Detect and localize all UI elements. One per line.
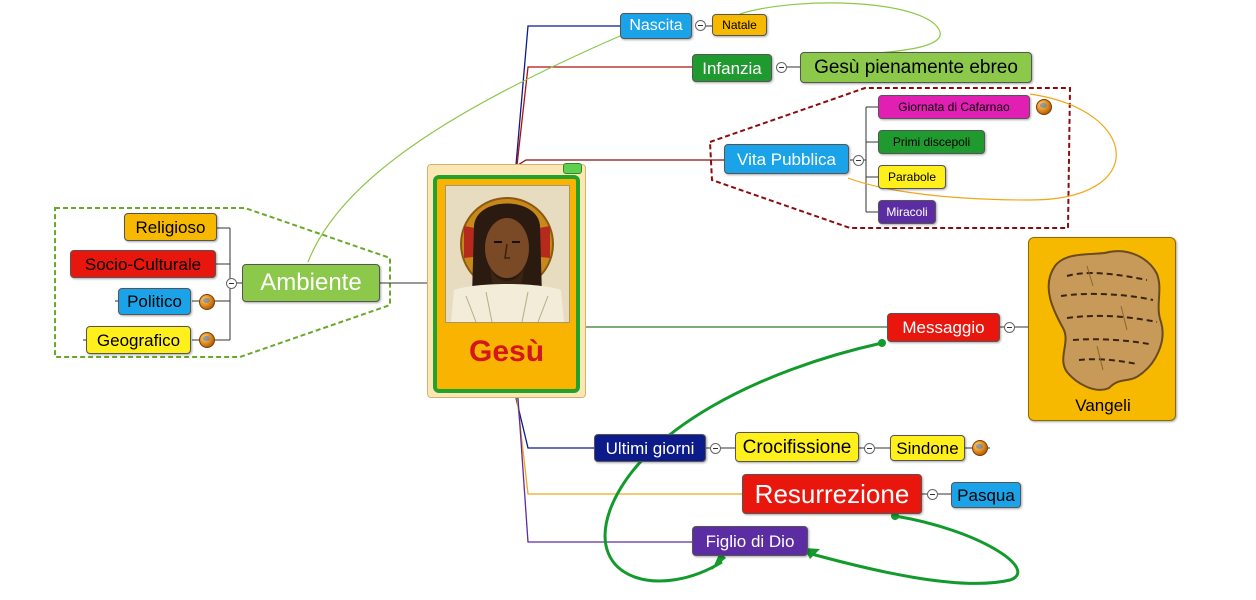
branch-vita-pubblica — [517, 159, 724, 166]
collapse-toggle-nascita[interactable] — [695, 20, 706, 31]
node-miracoli[interactable]: Miracoli — [878, 200, 936, 224]
branch-infanzia — [516, 66, 692, 166]
node-pasqua[interactable]: Pasqua — [951, 482, 1021, 508]
collapse-toggle-crocifissione[interactable] — [864, 443, 875, 454]
collapse-toggle-infanzia[interactable] — [776, 62, 787, 73]
node-politico[interactable]: Politico — [118, 288, 191, 315]
relation-arrowhead — [804, 548, 820, 559]
relation-resurrezione-figlio — [807, 514, 1020, 585]
node-cafarnao[interactable]: Giornata di Cafarnao — [878, 95, 1030, 119]
relation-arrowhead — [712, 552, 726, 570]
relation-endpoint — [878, 339, 886, 347]
collapse-toggle-messaggio[interactable] — [1004, 322, 1015, 333]
node-primi-discepoli[interactable]: Primi discepoli — [878, 130, 985, 154]
node-geografico[interactable]: Geografico — [86, 326, 191, 354]
node-infanzia[interactable]: Infanzia — [692, 54, 772, 82]
central-topic-frame: Gesù — [433, 175, 580, 393]
central-topic[interactable]: Gesù — [427, 163, 586, 398]
node-nascita[interactable]: Nascita — [620, 13, 692, 39]
link-ambiente-subs — [83, 227, 242, 341]
collapse-toggle-resurrezione[interactable] — [927, 489, 938, 500]
node-crocifissione[interactable]: Crocifissione — [735, 432, 859, 462]
relation-natale-ambiente — [307, 35, 621, 263]
node-socio-culturale[interactable]: Socio-Culturale — [70, 250, 216, 278]
node-resurrezione[interactable]: Resurrezione — [742, 474, 922, 514]
node-ebreo[interactable]: Gesù pienamente ebreo — [800, 52, 1032, 83]
collapse-toggle-ultimi-giorni[interactable] — [710, 443, 721, 454]
relation-endpoint — [891, 512, 899, 520]
node-ambiente[interactable]: Ambiente — [242, 264, 380, 302]
relation-natale-loop — [739, 2, 941, 56]
branch-nascita — [515, 25, 620, 166]
web-link-icon[interactable] — [199, 332, 215, 348]
node-figlio-di-dio[interactable]: Figlio di Dio — [692, 526, 808, 556]
relation-figlio-messaggio — [603, 341, 883, 583]
node-parabole[interactable]: Parabole — [878, 165, 946, 189]
node-ultimi-giorni[interactable]: Ultimi giorni — [594, 434, 706, 462]
vangeli-label: Vangeli — [1075, 396, 1131, 415]
node-vita-pubblica[interactable]: Vita Pubblica — [724, 144, 849, 174]
relation-cafarnao-vita — [847, 93, 1117, 201]
branch-ultimi-giorni — [515, 397, 594, 449]
christ-icon-image — [445, 185, 570, 323]
node-religioso[interactable]: Religioso — [124, 213, 217, 241]
collapse-toggle-vita-pubblica[interactable] — [853, 155, 864, 166]
topic-handle[interactable] — [563, 163, 582, 174]
papyrus-image — [1047, 250, 1164, 391]
collapse-toggle-ambiente[interactable] — [226, 278, 237, 289]
node-messaggio[interactable]: Messaggio — [887, 313, 1000, 342]
node-vangeli[interactable]: Vangeli — [1028, 237, 1176, 421]
node-natale[interactable]: Natale — [712, 14, 767, 36]
web-link-icon[interactable] — [972, 440, 988, 456]
central-topic-label: Gesù — [468, 335, 545, 368]
boundary-vita-pubblica — [708, 87, 1072, 229]
branch-figlio — [517, 397, 692, 543]
web-link-icon[interactable] — [1036, 99, 1052, 115]
web-link-icon[interactable] — [199, 294, 215, 310]
node-sindone[interactable]: Sindone — [890, 435, 965, 461]
